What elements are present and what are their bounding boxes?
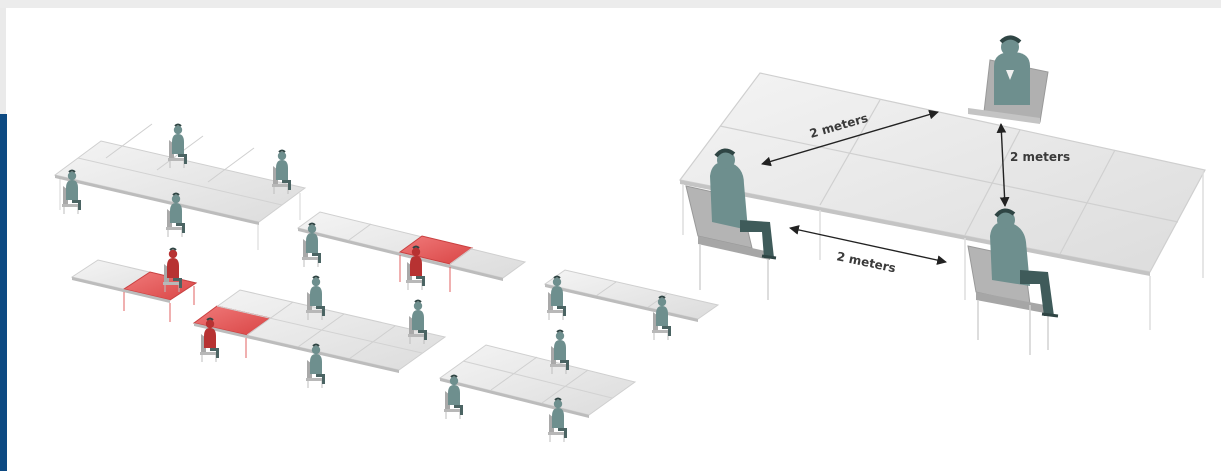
person-right-icon <box>967 208 1059 355</box>
distance-label-right: 2 meters <box>1010 150 1070 164</box>
accent-stripe <box>0 114 7 471</box>
desk-cluster-1 <box>53 123 307 250</box>
desk-cluster-3 <box>296 211 527 292</box>
distance-arrow-icon <box>789 225 947 265</box>
person-left-icon <box>685 148 777 300</box>
distance-arrow-icon <box>996 123 1010 207</box>
person-back-icon <box>968 35 1049 124</box>
left-background-panel <box>0 8 6 114</box>
distance-detail: 2 meters 2 meters 2 meters <box>678 35 1206 355</box>
desk-cluster-4 <box>192 275 447 389</box>
desk-cluster-6 <box>438 329 637 443</box>
desk-cluster-2 <box>70 247 198 322</box>
top-bar <box>0 0 1221 8</box>
distance-arrow-icon <box>761 109 939 167</box>
desk-cluster-5 <box>543 269 720 341</box>
distance-label-bottom: 2 meters <box>835 249 897 275</box>
